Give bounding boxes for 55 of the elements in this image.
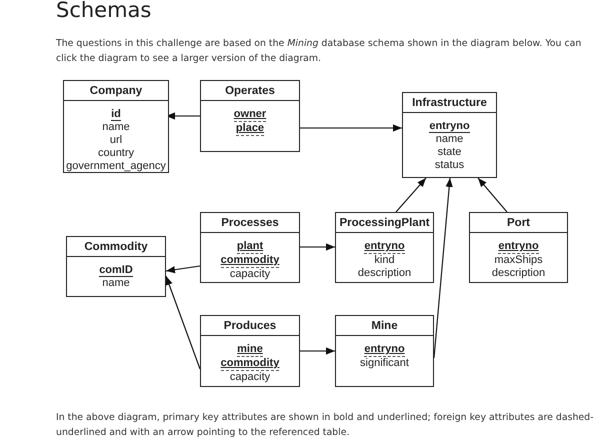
table-box — [200, 315, 300, 387]
foreign-key-arrow — [478, 178, 508, 212]
primary-foreign-key-attribute: entryno — [364, 240, 405, 254]
attribute: country — [98, 147, 134, 159]
primary-foreign-key-attribute: entryno — [364, 343, 405, 357]
table-name: Commodity — [84, 240, 148, 252]
primary-foreign-key-attribute: owner — [234, 108, 266, 122]
foreign-key-arrow — [300, 347, 335, 355]
table-box — [63, 80, 169, 173]
primary-foreign-key-attribute: entryno — [498, 240, 539, 254]
primary-foreign-key-attribute: plant — [236, 240, 264, 254]
caption-paragraph: In the above diagram, primary key attributes are shown in bold and underlined; foreign key attributes are dashed-underlined and with an arrow pointing to the referenced table. — [56, 411, 595, 440]
attribute: description — [358, 267, 412, 279]
table-name: Port — [507, 216, 530, 228]
attribute: maxShips — [494, 254, 543, 266]
primary-key-attribute: id — [111, 108, 121, 121]
attribute: description — [492, 267, 546, 279]
attribute: state — [438, 146, 462, 158]
table-box — [335, 315, 434, 387]
primary-key-attribute: comID — [99, 264, 133, 277]
attribute: url — [110, 134, 122, 146]
table-name: Infrastructure — [412, 96, 487, 108]
foreign-key-arrow — [165, 276, 201, 370]
table-box — [66, 236, 166, 297]
table-name: Produces — [224, 320, 276, 332]
primary-key-attribute: entryno — [429, 120, 470, 133]
table-box — [469, 212, 568, 283]
page-heading: Schemas — [56, 0, 152, 22]
table-box — [402, 92, 497, 178]
primary-foreign-key-attribute: commodity — [220, 254, 280, 268]
primary-foreign-key-attribute: commodity — [220, 357, 280, 371]
attribute: name — [436, 133, 464, 145]
attribute: status — [434, 159, 464, 171]
table-name: Company — [90, 84, 142, 96]
table-box — [200, 212, 300, 283]
attribute: name — [102, 277, 130, 289]
foreign-key-arrow — [396, 178, 426, 212]
foreign-key-arrow — [300, 124, 402, 132]
table-name: Operates — [225, 84, 275, 96]
table-name: ProcessingPlant — [339, 216, 430, 228]
attribute: kind — [374, 254, 395, 266]
attribute: capacity — [230, 268, 270, 280]
foreign-key-arrow — [300, 243, 335, 251]
intro-paragraph: The questions in this challenge are based on the Mining database schema shown in the diagram below. You can click the diagram to see a larger version of the diagram. — [56, 37, 582, 66]
table-name: Processes — [221, 216, 279, 228]
attribute: name — [102, 121, 130, 133]
primary-foreign-key-attribute: mine — [237, 343, 263, 357]
attribute: significant — [360, 357, 409, 369]
foreign-key-arrow — [166, 265, 200, 274]
attribute: government_agency — [66, 160, 166, 172]
primary-foreign-key-attribute: place — [236, 122, 264, 136]
attribute: capacity — [230, 371, 270, 383]
table-box — [335, 212, 434, 283]
table-box — [200, 80, 300, 152]
table-name: Mine — [371, 320, 398, 332]
